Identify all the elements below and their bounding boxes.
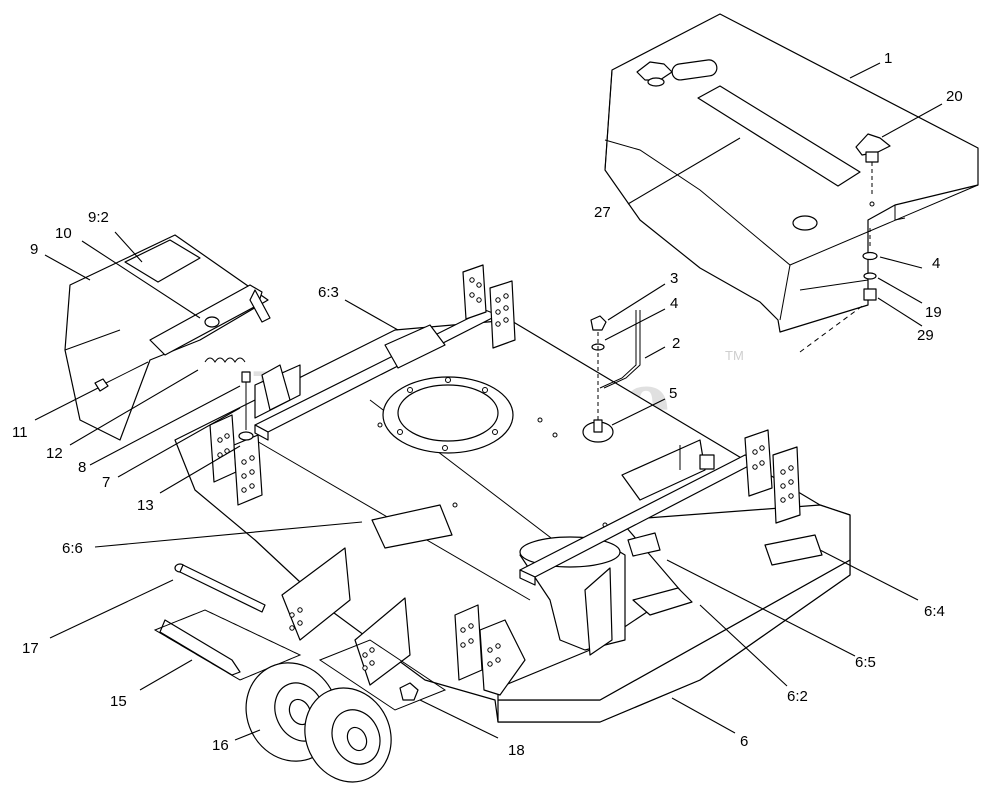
- callout-20: 20: [946, 88, 963, 105]
- wheels-part-16: [245, 662, 392, 783]
- callout-15: 15: [110, 693, 127, 710]
- callout-9-2: 9:2: [88, 209, 109, 226]
- decal-6-4: [764, 534, 823, 566]
- callout-4-washer: 4: [932, 255, 940, 272]
- tube-part-15: [153, 609, 302, 681]
- decal-9-2: [124, 239, 201, 283]
- nut-part-18: [399, 682, 419, 701]
- decal-6-2: [632, 587, 693, 616]
- callout-27: 27: [594, 204, 611, 221]
- callout-6-3: 6:3: [318, 284, 339, 301]
- callout-10: 10: [55, 225, 72, 242]
- callout-5: 5: [669, 385, 677, 402]
- watermark-trademark: TM: [725, 348, 744, 363]
- callout-29: 29: [917, 327, 934, 344]
- decal-6-6: [371, 504, 453, 549]
- hardware-parts-3-4-5: [582, 315, 614, 443]
- bracket-part-10: [149, 284, 271, 356]
- pin-parts-7-8-13: [238, 371, 254, 441]
- top-cover-part: [604, 13, 979, 333]
- callout-13: 13: [137, 497, 154, 514]
- callout-2: 2: [672, 335, 680, 352]
- callout-16: 16: [212, 737, 229, 754]
- decal-6-5: [627, 532, 661, 557]
- callout-4-rod: 4: [670, 295, 678, 312]
- spring-part-12: [204, 357, 246, 363]
- callout-19: 19: [925, 304, 942, 321]
- callout-11: 11: [12, 424, 28, 441]
- rod-part-2: [599, 310, 641, 389]
- leader-lines: [34, 62, 943, 741]
- callout-12: 12: [46, 445, 63, 462]
- axle-part-17: [174, 563, 266, 613]
- callout-18: 18: [508, 742, 525, 759]
- callout-3: 3: [670, 270, 678, 287]
- washer-stack-parts-4-19-29: [799, 228, 878, 353]
- callout-1: 1: [884, 50, 892, 67]
- knob-part-20: [855, 133, 891, 207]
- callout-9: 9: [30, 241, 38, 258]
- callout-labels: 1 20 27 4 19 29 3 4 2 5 6:3 9:2 10 9 11 …: [12, 50, 963, 759]
- bolt-part-11: [94, 361, 149, 392]
- callout-8: 8: [78, 459, 86, 476]
- callout-17: 17: [22, 640, 39, 657]
- callout-6-5: 6:5: [855, 654, 876, 671]
- callout-6-4: 6:4: [924, 603, 945, 620]
- callout-6-2: 6:2: [787, 688, 808, 705]
- rear-frame-bar-6-3: [209, 264, 516, 506]
- front-frame-bar: [454, 429, 801, 696]
- callout-7: 7: [102, 474, 110, 491]
- callout-6-6: 6:6: [62, 540, 83, 557]
- callout-6: 6: [740, 733, 748, 750]
- roller-brackets: [281, 547, 447, 711]
